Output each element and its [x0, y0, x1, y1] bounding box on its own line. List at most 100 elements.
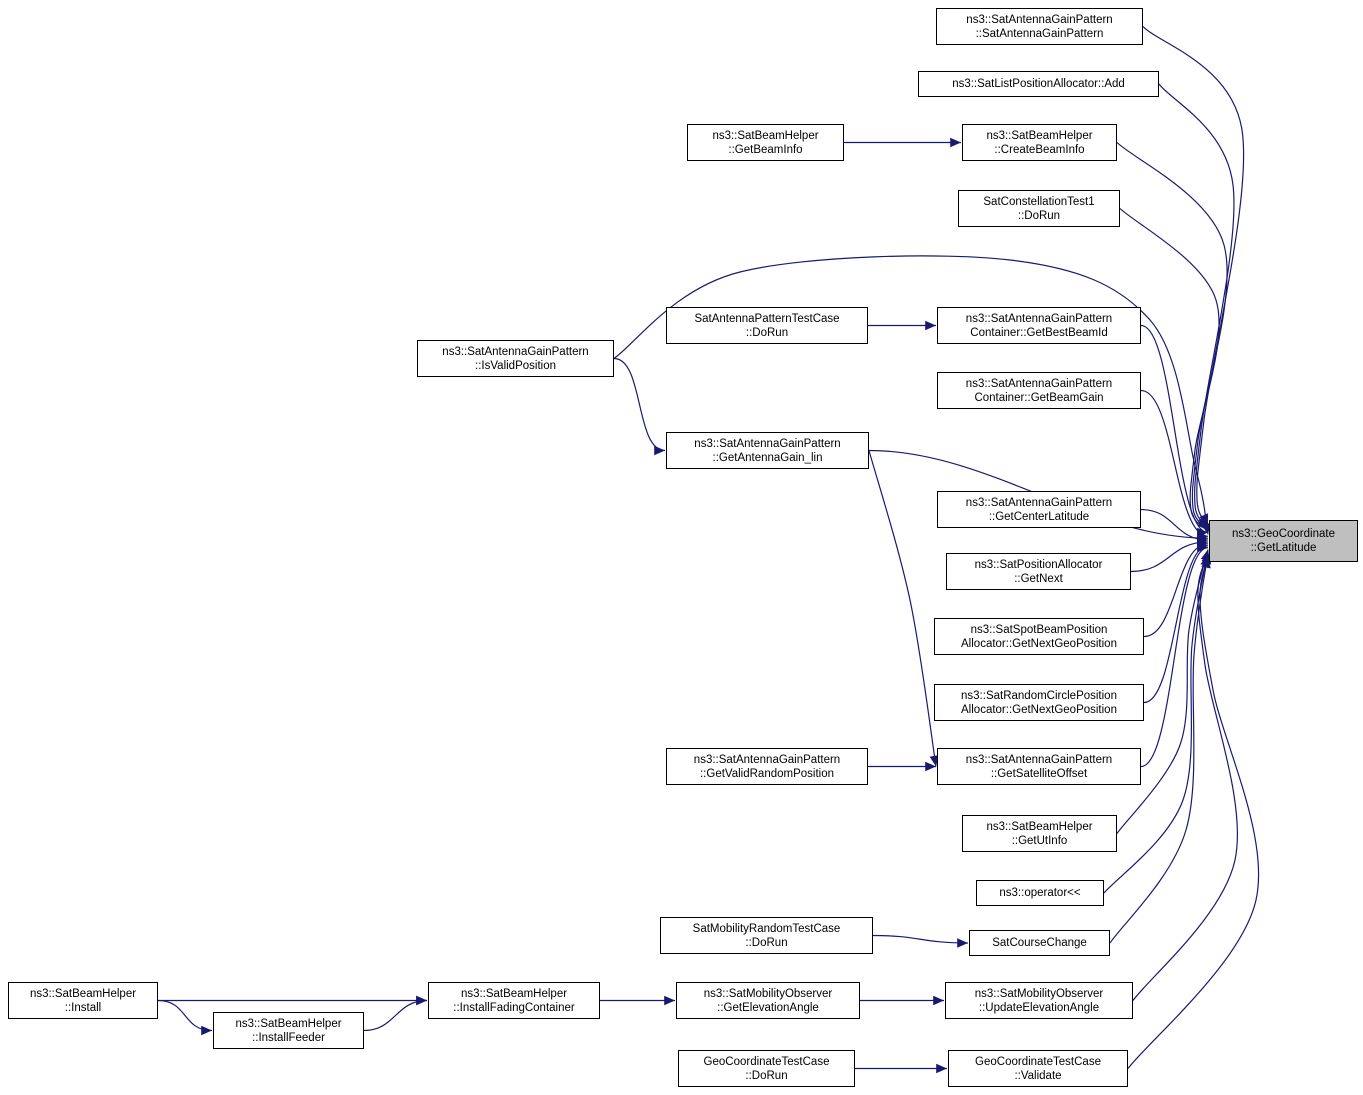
graph-node-install-feeder[interactable]: ns3::SatBeamHelper::InstallFeeder — [213, 1012, 364, 1049]
graph-edge-sat-antenna-gain-pattern-constructor--get-latitude — [1142, 26, 1245, 526]
graph-node-label-line: ns3::SatRandomCirclePosition — [961, 689, 1117, 702]
graph-node-label-line: ::GetNext — [1014, 572, 1063, 585]
graph-node-label: ns3::SatPositionAllocator::GetNext — [975, 558, 1103, 586]
graph-node-label-line: ns3::operator<< — [999, 887, 1081, 899]
graph-node-get-center-latitude[interactable]: ns3::SatAntennaGainPattern::GetCenterLat… — [937, 491, 1141, 528]
graph-edge-random-circle-get-next-geo-position--get-latitude — [1143, 540, 1209, 704]
graph-node-label-line: ns3::SatBeamHelper — [712, 129, 819, 142]
graph-node-label-line: ::GetUtInfo — [1011, 834, 1068, 847]
graph-node-label-line: ns3::SatBeamHelper — [29, 987, 137, 1000]
graph-node-is-valid-position[interactable]: ns3::SatAntennaGainPattern::IsValidPosit… — [417, 340, 614, 377]
graph-node-label-line: SatAntennaPatternTestCase — [694, 312, 840, 325]
graph-node-sat-list-position-allocator-add[interactable]: ns3::SatListPositionAllocator::Add — [918, 71, 1159, 97]
graph-node-get-valid-random-position[interactable]: ns3::SatAntennaGainPattern::GetValidRand… — [666, 748, 868, 785]
graph-node-label: ns3::SatBeamHelper::Install — [30, 987, 136, 1015]
graph-node-sat-antenna-gain-pattern-constructor[interactable]: ns3::SatAntennaGainPattern::SatAntennaGa… — [936, 8, 1143, 45]
graph-node-sat-constellation-test1-do-run[interactable]: SatConstellationTest1::DoRun — [958, 190, 1120, 227]
graph-node-label-line: ::Validate — [1014, 1069, 1062, 1082]
graph-node-label: ns3::SatBeamHelper::InstallFadingContain… — [453, 987, 574, 1015]
graph-node-label-line: ns3::SatBeamHelper — [986, 820, 1093, 833]
graph-node-label: ns3::GeoCoordinate::GetLatitude — [1232, 527, 1335, 555]
graph-node-label: SatCourseChange — [992, 936, 1087, 950]
graph-node-install[interactable]: ns3::SatBeamHelper::Install — [8, 982, 158, 1019]
graph-node-label: ns3::SatAntennaGainPattern::GetSatellite… — [966, 753, 1112, 781]
graph-node-label-line: ns3::SatBeamHelper — [235, 1017, 342, 1030]
graph-node-label-line: ns3::SatListPositionAllocator::Add — [952, 78, 1125, 90]
graph-edge-install-feeder--install-fading-container — [363, 995, 428, 1032]
graph-edge-get-beam-gain--get-latitude — [1140, 389, 1209, 542]
graph-node-geo-coordinate-test-case-do-run[interactable]: GeoCoordinateTestCase::DoRun — [678, 1050, 855, 1087]
graph-node-get-latitude[interactable]: ns3::GeoCoordinate::GetLatitude — [1209, 520, 1358, 562]
graph-node-label-line: ::GetBeamInfo — [728, 143, 803, 156]
graph-node-label-line: ::Install — [64, 1001, 102, 1014]
graph-node-label-line: SatMobilityRandomTestCase — [692, 922, 841, 935]
graph-node-sat-course-change[interactable]: SatCourseChange — [969, 930, 1110, 956]
graph-node-label-line: ns3::SatAntennaGainPattern — [694, 437, 841, 450]
graph-node-label-line: ns3::SatBeamHelper — [986, 129, 1093, 142]
graph-node-sat-position-allocator-get-next[interactable]: ns3::SatPositionAllocator::GetNext — [946, 553, 1131, 590]
graph-node-label-line: ::DoRun — [1017, 209, 1061, 222]
graph-node-label-line: ns3::SatAntennaGainPattern — [693, 753, 841, 766]
graph-node-geo-coordinate-test-case-validate[interactable]: GeoCoordinateTestCase::Validate — [948, 1050, 1128, 1087]
graph-edge-get-satellite-offset--get-latitude — [1140, 542, 1209, 768]
graph-node-get-satellite-offset[interactable]: ns3::SatAntennaGainPattern::GetSatellite… — [937, 748, 1141, 785]
graph-node-label-line: ns3::SatMobilityObserver — [974, 987, 1104, 1000]
graph-edge-get-antenna-gain-lin--get-satellite-offset — [868, 450, 940, 767]
graph-node-get-ut-info[interactable]: ns3::SatBeamHelper::GetUtInfo — [962, 815, 1117, 852]
graph-node-label: ns3::SatAntennaGainPattern::IsValidPosit… — [442, 345, 588, 373]
graph-node-label-line: ::GetValidRandomPosition — [699, 767, 835, 780]
graph-node-get-antenna-gain-lin[interactable]: ns3::SatAntennaGainPattern::GetAntennaGa… — [666, 432, 869, 469]
graph-edge-geo-coordinate-test-case-validate--get-latitude — [1127, 556, 1260, 1069]
graph-node-label-line: ::InstallFadingContainer — [453, 1001, 575, 1014]
graph-node-sat-antenna-pattern-test-case-do-run[interactable]: SatAntennaPatternTestCase::DoRun — [666, 307, 868, 344]
graph-node-label: SatConstellationTest1::DoRun — [983, 195, 1094, 223]
graph-node-label-line: Allocator::GetNextGeoPosition — [961, 637, 1117, 650]
graph-node-label-line: GeoCoordinateTestCase — [703, 1055, 830, 1068]
graph-node-label-line: ::IsValidPosition — [475, 359, 556, 372]
graph-node-label-line: ::UpdateElevationAngle — [978, 1001, 1100, 1014]
graph-edge-get-center-latitude--get-latitude — [1140, 508, 1209, 545]
graph-node-label: ns3::SatMobilityObserver::UpdateElevatio… — [975, 987, 1103, 1015]
graph-node-label-line: ns3::SatSpotBeamPosition — [970, 623, 1108, 636]
graph-node-label-line: ns3::SatAntennaGainPattern — [965, 312, 1113, 325]
graph-node-get-elevation-angle[interactable]: ns3::SatMobilityObserver::GetElevationAn… — [676, 982, 860, 1019]
graph-edge-get-best-beam-id--get-latitude — [1140, 324, 1209, 538]
graph-node-create-beam-info[interactable]: ns3::SatBeamHelper::CreateBeamInfo — [962, 124, 1117, 161]
graph-node-label-line: ::DoRun — [745, 1069, 788, 1082]
graph-node-get-beam-info[interactable]: ns3::SatBeamHelper::GetBeamInfo — [687, 124, 844, 161]
graph-edge-sat-list-position-allocator-add--get-latitude — [1158, 83, 1235, 528]
graph-node-label-line: ::GetAntennaGain_lin — [712, 451, 823, 464]
graph-edge-update-elevation-angle--get-latitude — [1132, 554, 1239, 1001]
graph-node-label-line: ns3::SatBeamHelper — [460, 987, 568, 1000]
graph-node-label-line: GeoCoordinateTestCase — [975, 1055, 1101, 1068]
graph-node-install-fading-container[interactable]: ns3::SatBeamHelper::InstallFadingContain… — [428, 982, 600, 1019]
graph-node-label-line: Container::GetBestBeamId — [970, 326, 1108, 339]
graph-node-label-line: ::GetLatitude — [1250, 542, 1317, 554]
graph-edge-is-valid-position--get-antenna-gain-lin — [613, 357, 666, 456]
graph-node-label: ns3::SatBeamHelper::GetBeamInfo — [712, 129, 818, 157]
graph-edge-sat-mobility-random-test-case-do-run--sat-course-change — [872, 934, 969, 948]
graph-node-sat-mobility-random-test-case-do-run[interactable]: SatMobilityRandomTestCase::DoRun — [660, 917, 873, 954]
graph-node-label-line: ::DoRun — [745, 326, 789, 339]
graph-edge-sat-position-allocator-get-next--get-latitude — [1130, 537, 1209, 573]
graph-node-label: ns3::operator<< — [999, 886, 1080, 900]
graph-node-label-line: ns3::SatMobilityObserver — [703, 987, 833, 1000]
graph-node-label: ns3::SatAntennaGainPattern::SatAntennaGa… — [966, 13, 1112, 41]
graph-edge-spot-beam-get-next-geo-position--get-latitude — [1143, 539, 1209, 638]
graph-node-label-line: ns3::GeoCoordinate — [1232, 528, 1335, 540]
graph-node-label-line: ns3::SatAntennaGainPattern — [965, 377, 1113, 390]
graph-node-operator-left-shift[interactable]: ns3::operator<< — [976, 880, 1104, 906]
graph-node-update-elevation-angle[interactable]: ns3::SatMobilityObserver::UpdateElevatio… — [945, 982, 1133, 1019]
graph-node-label-line: ns3::SatAntennaGainPattern — [966, 13, 1113, 26]
graph-node-label-line: ::InstallFeeder — [252, 1031, 325, 1044]
graph-node-label-line: ::CreateBeamInfo — [994, 143, 1085, 156]
graph-node-label: ns3::SatBeamHelper::CreateBeamInfo — [986, 129, 1092, 157]
graph-node-label: GeoCoordinateTestCase::DoRun — [704, 1055, 830, 1083]
